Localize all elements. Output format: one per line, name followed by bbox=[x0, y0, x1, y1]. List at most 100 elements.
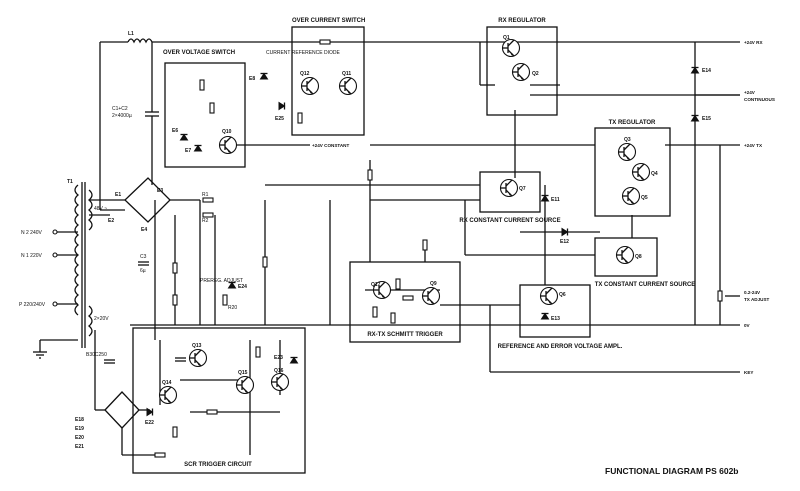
transistor-q9 bbox=[421, 286, 441, 306]
output-0v: 0V bbox=[744, 323, 751, 328]
transistor-q15 bbox=[235, 375, 255, 395]
resistor-r16 bbox=[209, 102, 215, 114]
label-e20: E20 bbox=[75, 435, 84, 441]
transistor-q10 bbox=[218, 135, 238, 155]
over-voltage-switch-title: OVER VOLTAGE SWITCH bbox=[163, 50, 235, 56]
resistor-r33 bbox=[395, 278, 401, 290]
label-e21: E21 bbox=[75, 444, 84, 450]
transistor-q3 bbox=[617, 142, 637, 162]
resistor-r36 bbox=[372, 306, 378, 318]
label-r1: R1 bbox=[202, 192, 209, 198]
diode-labels: E1 E2 E3 E4 E6 E7 E8 E11 E12 E13 E14 E15… bbox=[75, 68, 711, 450]
label-c3-value: 6µ bbox=[140, 268, 146, 274]
capacitor-c3 bbox=[138, 261, 149, 266]
label-q9: Q9 bbox=[430, 281, 437, 287]
capacitor-c5 bbox=[104, 359, 115, 364]
label-e6: E6 bbox=[172, 128, 178, 134]
label-e11: E11 bbox=[551, 197, 560, 203]
transistor-q6 bbox=[539, 286, 559, 306]
label-prereg-adjust: PREREG. ADJUST bbox=[200, 278, 243, 284]
label-e23: E23 bbox=[274, 355, 283, 361]
tx-constant-current-source-title: TX CONSTANT CURRENT SOURCE bbox=[595, 282, 696, 288]
diode-e7 bbox=[193, 144, 203, 152]
resistor-r20 bbox=[222, 294, 228, 306]
output-labels: +24V RX +24V CONTINUOUS +24V TX 0.2-24V … bbox=[312, 40, 775, 375]
label-l1: L1 bbox=[128, 31, 134, 37]
transistor-q8 bbox=[615, 245, 635, 265]
label-e24: E24 bbox=[238, 284, 247, 290]
label-e25: E25 bbox=[275, 116, 284, 122]
output-adjust-value: 0.2-24V bbox=[744, 290, 761, 295]
output-24v: +24V bbox=[744, 90, 756, 95]
label-e13: E13 bbox=[551, 316, 560, 322]
label-e3: E3 bbox=[157, 188, 163, 194]
resistor-r32 bbox=[206, 409, 218, 415]
label-e7: E7 bbox=[185, 148, 191, 154]
rx-constant-current-source-box bbox=[479, 171, 541, 213]
over-voltage-switch-box bbox=[164, 62, 246, 168]
label-tap-220: N 1 220V bbox=[21, 253, 43, 259]
label-e15: E15 bbox=[702, 116, 711, 122]
label-c3: C3 bbox=[140, 254, 147, 260]
capacitor-c4 bbox=[175, 357, 186, 362]
resistor-r34 bbox=[262, 256, 268, 268]
label-r20: R20 bbox=[228, 305, 237, 311]
label-e12: E12 bbox=[560, 239, 569, 245]
transistor-q2 bbox=[511, 62, 531, 82]
label-e22: E22 bbox=[145, 420, 154, 426]
resistor-r26 bbox=[199, 79, 205, 91]
rx-constant-current-source-title: RX CONSTANT CURRENT SOURCE bbox=[459, 218, 560, 224]
transistor-labels: Q1 Q2 Q3 Q4 Q5 Q6 Q7 Q8 Q9 Q10 Q11 Q12 Q… bbox=[162, 35, 658, 386]
scr-trigger-circuit-title: SCR TRIGGER CIRCUIT bbox=[184, 462, 252, 468]
label-q8: Q8 bbox=[635, 254, 642, 260]
label-tap-common: P 220/240V bbox=[19, 302, 46, 308]
diode-e6 bbox=[179, 133, 189, 141]
label-e19: E19 bbox=[75, 426, 84, 432]
diode-e13 bbox=[540, 312, 550, 320]
label-e4: E4 bbox=[141, 227, 147, 233]
label-t1: T1 bbox=[67, 179, 73, 185]
label-sec-aux: 2×20V bbox=[94, 316, 109, 322]
over-current-switch-title: OVER CURRENT SWITCH bbox=[292, 18, 365, 24]
tx-regulator-box bbox=[594, 127, 671, 217]
label-q10: Q10 bbox=[222, 129, 232, 135]
resistor-tx-adjust bbox=[717, 290, 723, 302]
resistor-r30 bbox=[154, 452, 166, 458]
resistor-r15 bbox=[297, 112, 303, 124]
resistor-r24 bbox=[172, 426, 178, 438]
label-r2: R2 bbox=[202, 218, 209, 224]
block-boxes bbox=[132, 26, 671, 474]
diode-e11 bbox=[540, 194, 550, 202]
block-titles: OVER CURRENT SWITCH OVER VOLTAGE SWITCH … bbox=[163, 18, 695, 468]
label-e1: E1 bbox=[115, 192, 121, 198]
label-q17: Q17 bbox=[371, 282, 381, 288]
label-e2: E2 bbox=[108, 218, 114, 224]
reference-amplifier-box bbox=[519, 284, 591, 338]
output-24v-constant: +24V CONSTANT bbox=[312, 143, 350, 148]
scr-trigger-circuit-box bbox=[132, 327, 306, 474]
diode-e15 bbox=[690, 114, 700, 122]
diode-e8 bbox=[259, 72, 269, 80]
capacitors bbox=[104, 261, 186, 364]
schmitt-trigger-box bbox=[349, 261, 461, 343]
label-e14: E14 bbox=[702, 68, 711, 74]
label-q15: Q15 bbox=[238, 370, 248, 376]
reference-amplifier-title: REFERENCE AND ERROR VOLTAGE AMPL. bbox=[498, 344, 623, 350]
resistor-r35 bbox=[402, 295, 414, 301]
label-c1c2-value: 2×4000µ bbox=[112, 113, 132, 119]
label-q16: Q16 bbox=[274, 368, 284, 374]
transistor-q7 bbox=[499, 178, 519, 198]
label-diode-bridge: B30C250 bbox=[86, 352, 107, 358]
transistor-q5 bbox=[621, 186, 641, 206]
output-key: KEY bbox=[744, 370, 753, 375]
label-q11: Q11 bbox=[342, 71, 351, 77]
label-c1c2: C1+C2 bbox=[112, 106, 128, 112]
label-tap-240: N 2 240V bbox=[21, 230, 43, 236]
rx-regulator-box bbox=[486, 26, 558, 116]
label-q4: Q4 bbox=[651, 171, 658, 177]
label-q13: Q13 bbox=[192, 343, 202, 349]
resistor-r1 bbox=[202, 197, 214, 203]
transistor-q13 bbox=[188, 348, 208, 368]
resistor-r31 bbox=[255, 346, 261, 358]
